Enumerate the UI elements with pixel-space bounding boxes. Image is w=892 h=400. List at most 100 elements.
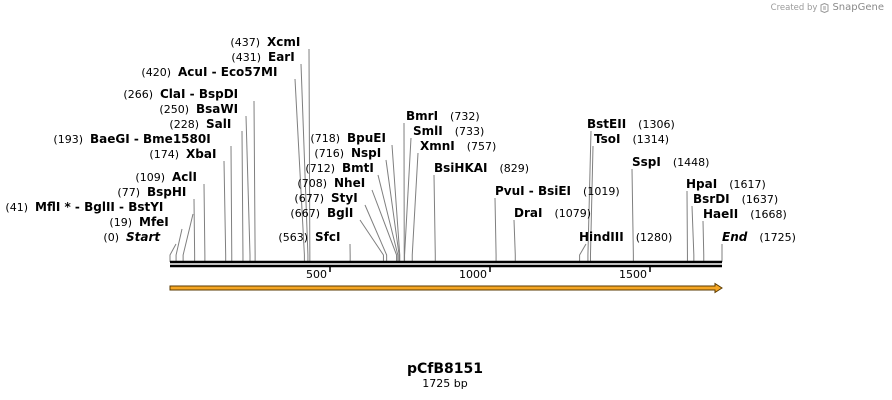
site-label: BpuEI(718) (310, 131, 386, 145)
site-name: SfcI (315, 230, 340, 244)
credit-text: Created by (770, 2, 818, 13)
site-label: BsiHKAI (829) (434, 161, 529, 175)
site-name: BglI (327, 206, 353, 220)
site-name: BsiHKAI (434, 161, 488, 175)
site-position: (1725) (759, 231, 796, 244)
site-name: BstEII (587, 117, 626, 131)
site-name: StyI (331, 191, 358, 205)
site-leader (385, 159, 400, 262)
site-name: MflI * - BglII - BstYI (35, 200, 163, 214)
site-position: (1668) (750, 208, 787, 221)
site-position: (677) (294, 192, 324, 205)
site-name: SmlI (413, 124, 443, 138)
site-leader (371, 189, 398, 262)
site-position: (757) (467, 140, 497, 153)
site-label: XmnI (757) (420, 139, 496, 153)
site-leader (308, 48, 311, 262)
ruler-tick-label: 1500 (619, 268, 647, 281)
site-leader (433, 174, 436, 262)
site-leader (411, 152, 419, 262)
site-name: BmtI (342, 161, 374, 175)
site-position: (1019) (583, 185, 620, 198)
site-label: BmrI (732) (406, 109, 480, 123)
site-name: AcuI - Eco57MI (178, 65, 277, 79)
site-position: (1079) (554, 207, 591, 220)
site-position: (732) (450, 110, 480, 123)
site-leader (359, 219, 384, 262)
site-leader (631, 168, 634, 262)
site-name: EarI (268, 50, 295, 64)
site-name: MfeI (139, 215, 169, 229)
site-leader (241, 130, 244, 262)
site-name: HindIII (579, 230, 624, 244)
site-leader (175, 228, 183, 262)
site-leader (404, 137, 412, 262)
site-name: End (722, 230, 748, 244)
site-name: XcmI (267, 35, 300, 49)
plasmid-length: 1725 bp (422, 377, 467, 390)
site-leader (589, 145, 594, 262)
site-name: DraI (514, 206, 542, 220)
site-position: (667) (290, 207, 320, 220)
site-label: NspI(716) (314, 146, 381, 160)
site-label: HindIII (1280) (579, 230, 672, 244)
site-position: (718) (310, 132, 340, 145)
site-position: (1637) (742, 193, 779, 206)
site-name: BsaWI (196, 102, 238, 116)
site-position: (1306) (638, 118, 675, 131)
site-label: SmlI (733) (413, 124, 484, 138)
credit-brand: SnapGene (832, 2, 884, 13)
site-position: (563) (278, 231, 308, 244)
site-position: (193) (53, 133, 83, 146)
site-label: EarI (431) (231, 50, 294, 64)
site-label: BspHI(77) (117, 185, 186, 199)
site-position: (174) (149, 148, 179, 161)
site-name: BspHI (147, 185, 186, 199)
ruler-tick-label: 1000 (459, 268, 487, 281)
site-label: DraI (1079) (514, 206, 591, 220)
site-label: SspI(1448) (632, 155, 709, 169)
site-name: BmrI (406, 109, 438, 123)
dna-backbone (170, 260, 722, 268)
site-name: AclI (172, 170, 197, 184)
site-leader (300, 63, 309, 262)
feature-arrow[interactable] (169, 282, 723, 294)
site-position: (829) (500, 162, 530, 175)
site-leader (223, 160, 227, 262)
site-label: TsoI(1314) (594, 132, 669, 146)
site-position: (1280) (636, 231, 673, 244)
site-position: (250) (159, 103, 189, 116)
site-position: (1617) (729, 178, 766, 191)
site-position: (431) (231, 51, 261, 64)
site-position: (41) (5, 201, 28, 214)
site-label: PvuI - BsiEI (1019) (495, 184, 620, 198)
site-leader (364, 204, 388, 262)
site-name: SspI (632, 155, 661, 169)
site-position: (708) (297, 177, 327, 190)
site-position: (716) (314, 147, 344, 160)
site-label: StyI (677) (294, 191, 357, 205)
site-leader (245, 115, 251, 262)
site-name: XbaI (186, 147, 216, 161)
site-label: AclI(109) (135, 170, 197, 184)
site-leader (169, 243, 177, 262)
site-label: ClaI - BspDI(266) (123, 87, 238, 101)
ruler-tick-label: 500 (306, 268, 327, 281)
site-leader (579, 243, 587, 262)
site-leader (182, 213, 194, 262)
site-position: (420) (141, 66, 171, 79)
site-label: HaeII(1668) (703, 207, 787, 221)
site-name: PvuI - BsiEI (495, 184, 571, 198)
site-position: (19) (109, 216, 132, 229)
site-name: BaeGI - Bme1580I (90, 132, 211, 146)
site-label: XcmI(437) (230, 35, 300, 49)
site-leaders (169, 48, 723, 262)
site-label: BaeGI - Bme1580I (193) (53, 132, 210, 146)
site-position: (733) (455, 125, 485, 138)
site-position: (712) (305, 162, 335, 175)
site-name: XmnI (420, 139, 455, 153)
site-position: (1314) (632, 133, 669, 146)
site-label: XbaI (174) (149, 147, 216, 161)
site-label: SalI(228) (169, 117, 231, 131)
